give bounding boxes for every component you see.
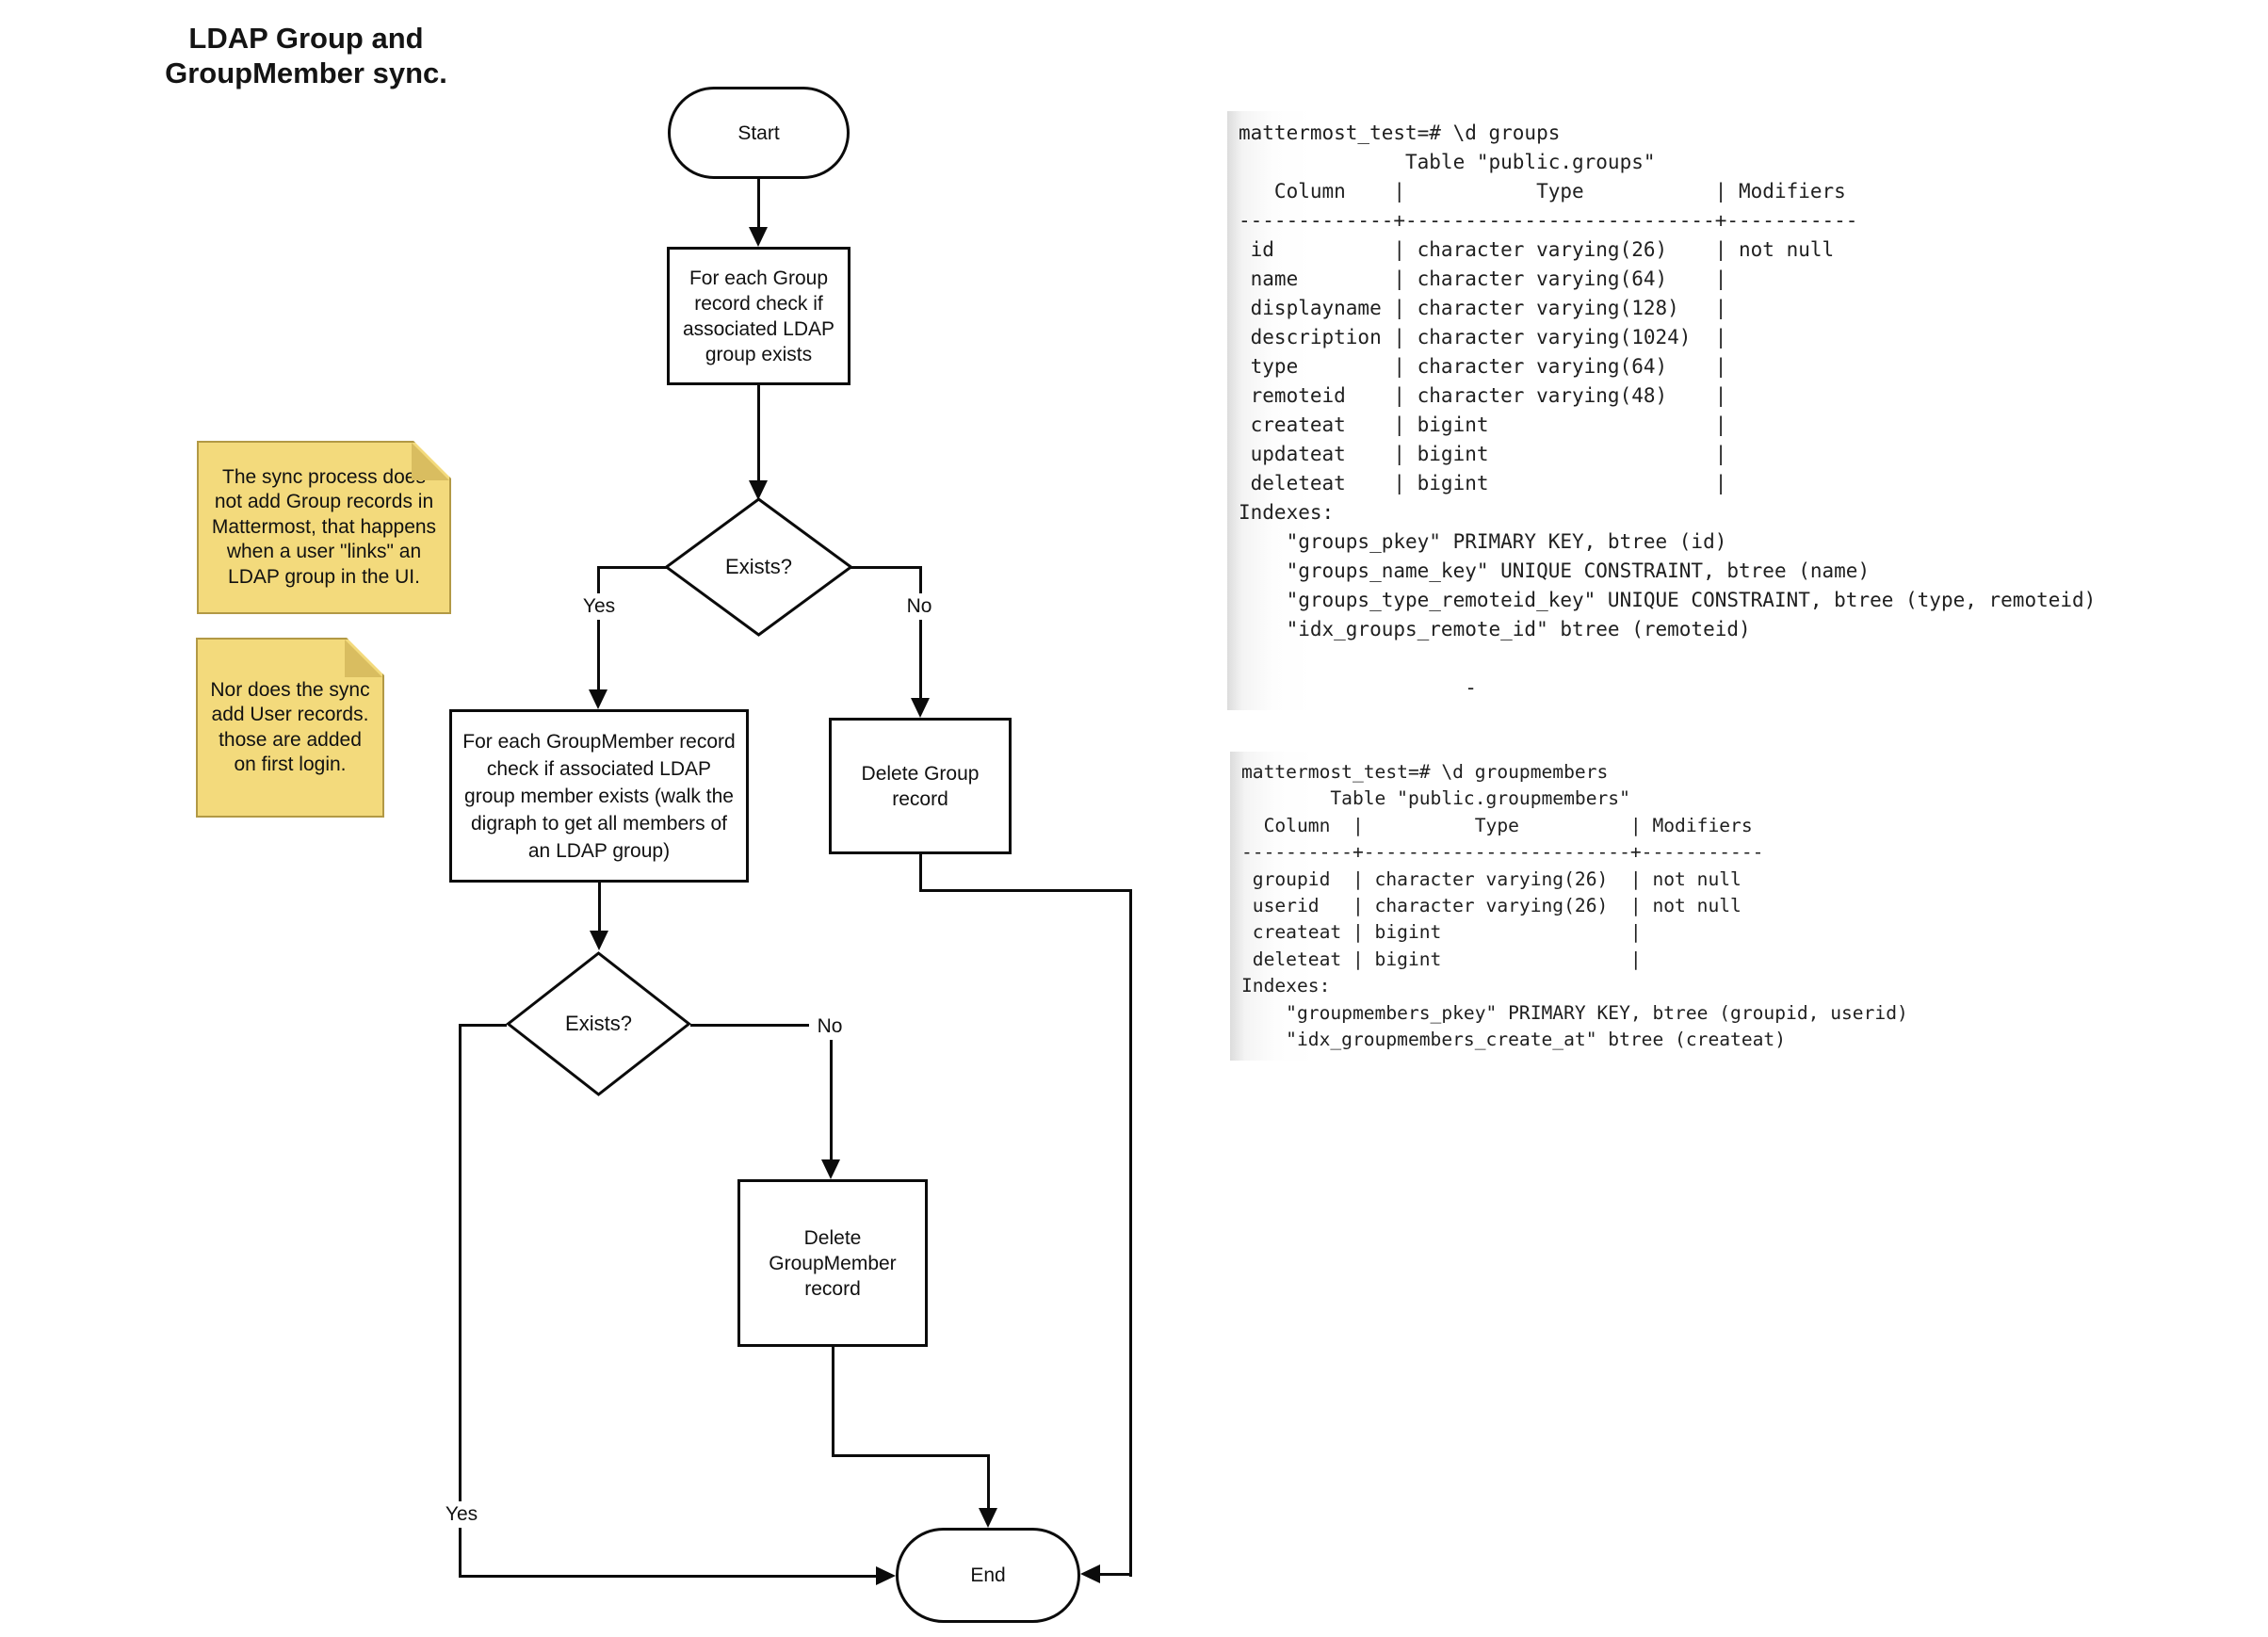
edge-line <box>919 854 922 892</box>
edge-label-yes-1: Yes <box>571 593 627 620</box>
edge-line <box>757 179 760 229</box>
sticky-note-group-records: The sync process does not add Group reco… <box>197 441 451 614</box>
edge-line <box>598 566 669 569</box>
arrowhead-down-icon <box>589 689 608 709</box>
edge-line <box>832 1347 834 1457</box>
edge-line <box>1097 1573 1131 1576</box>
terminal-groupmembers-table: mattermost_test=# \d groupmembers Table … <box>1230 752 1954 1062</box>
arrowhead-down-icon <box>911 698 930 718</box>
edge-line <box>459 1575 877 1578</box>
edge-line <box>690 1024 832 1027</box>
start-node: Start <box>668 87 850 179</box>
sticky-note-user-records: Nor does the sync add User records. thos… <box>196 638 384 818</box>
end-node: End <box>896 1528 1080 1623</box>
decision-label: Exists? <box>725 555 792 578</box>
edge-line <box>830 1024 833 1160</box>
process-delete-group-node: Delete Group record <box>829 718 1012 854</box>
arrowhead-down-icon <box>749 480 768 500</box>
edge-line <box>1129 889 1132 1577</box>
arrowhead-left-icon <box>1080 1564 1100 1583</box>
arrowhead-down-icon <box>749 227 768 247</box>
diamond-shape <box>506 951 691 1096</box>
edge-line <box>597 566 600 690</box>
edge-line <box>849 566 921 569</box>
edge-line <box>919 889 1132 892</box>
edge-line <box>757 385 760 482</box>
arrowhead-down-icon <box>821 1159 840 1179</box>
terminal-groups-table: mattermost_test=# \d groups Table "publi… <box>1227 111 2196 710</box>
decision-groupmember-exists-node: Exists? <box>506 951 691 1096</box>
arrowhead-down-icon <box>979 1508 997 1528</box>
edge-label-no-2: No <box>809 1013 850 1040</box>
edge-line <box>987 1454 990 1509</box>
process-delete-groupmember-node: Delete GroupMember record <box>737 1179 928 1347</box>
edge-line <box>459 1024 507 1027</box>
edge-label-yes-2: Yes <box>433 1501 490 1528</box>
diamond-shape <box>664 497 853 637</box>
edge-label-no-1: No <box>891 593 948 620</box>
decision-group-exists-node: Exists? <box>664 497 853 637</box>
edge-line <box>832 1454 990 1457</box>
decision-label: Exists? <box>565 1012 632 1035</box>
arrowhead-down-icon <box>590 931 608 950</box>
page-title: LDAP Group and GroupMember sync. <box>165 22 447 89</box>
process-check-group-node: For each Group record check if associate… <box>667 247 850 385</box>
arrowhead-right-icon <box>876 1566 896 1585</box>
process-check-groupmember-node: For each GroupMember record check if ass… <box>449 709 749 883</box>
edge-line <box>919 566 922 699</box>
edge-line <box>598 883 601 932</box>
edge-line <box>459 1024 462 1578</box>
